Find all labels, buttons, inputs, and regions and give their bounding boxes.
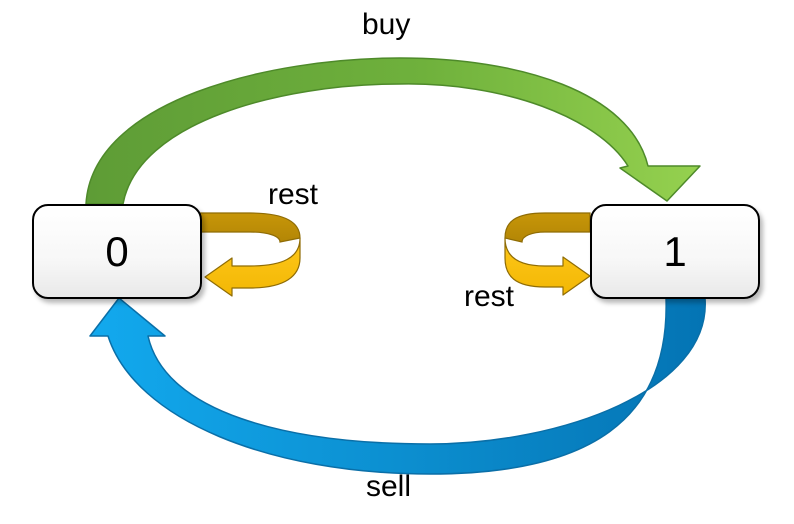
sell-label: sell [366,470,412,503]
state-1-box: 1 [590,204,760,299]
buy-arrow [85,57,701,205]
state-1-label: 1 [663,227,687,275]
state-0-label: 0 [105,227,129,275]
sell-arrow [89,297,706,475]
buy-label: buy [362,8,411,41]
state-0-box: 0 [32,204,202,299]
rest-loop-left [199,212,301,297]
rest-label-right: rest [464,280,515,313]
rest-loop-right [504,212,591,296]
rest-label-left: rest [268,178,319,211]
